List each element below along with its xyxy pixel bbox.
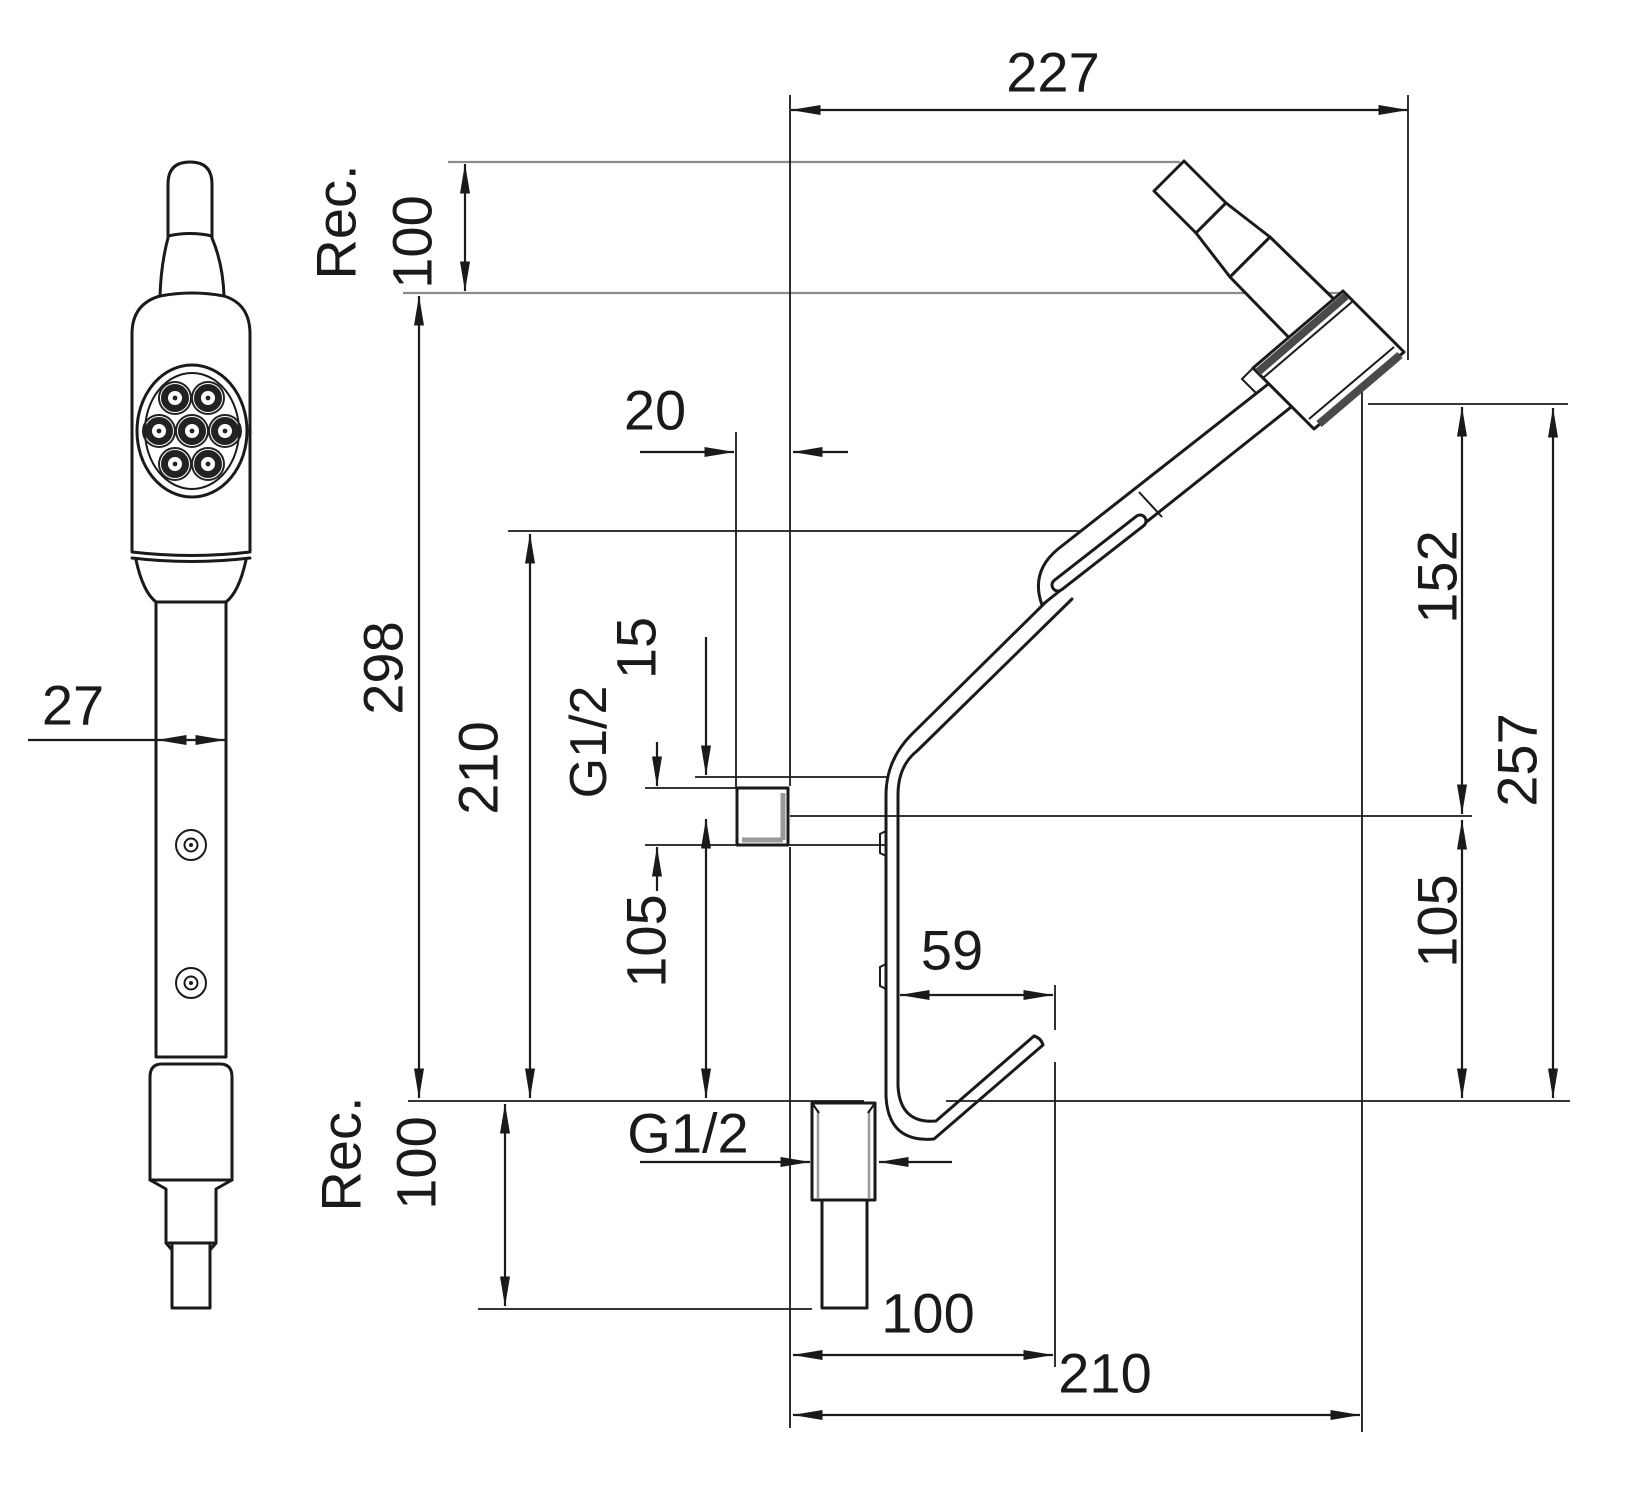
- dimension-105-left: 105: [615, 818, 711, 1099]
- nozzle-bottom-right: [191, 447, 225, 481]
- dim-105l-text: 105: [615, 894, 678, 987]
- dim-100-text: 100: [881, 1282, 974, 1345]
- cup-rim-front-inner: [1262, 300, 1354, 379]
- handshower-head-body: [130, 291, 252, 563]
- supply-pipe: [810, 1101, 877, 1310]
- spray-nozzles: [142, 381, 242, 481]
- pipe-lower-section: [820, 1198, 869, 1310]
- wall-inlet-block: [735, 786, 790, 847]
- pipe-thread-lines: [816, 1110, 871, 1198]
- rod-clip-lower: [879, 963, 887, 990]
- handshower-handle: [154, 600, 228, 1059]
- dimension-298: 298: [352, 295, 424, 1099]
- dimension-152: 152: [1406, 406, 1469, 815]
- holder-cup: [1240, 289, 1406, 431]
- side-view-assembly: [735, 159, 1406, 1310]
- inlet-square: [735, 786, 790, 847]
- dimension-15: 15: [605, 617, 711, 776]
- handle-bottom-sleeve: [148, 1062, 234, 1182]
- dim-59-text: 59: [921, 919, 983, 982]
- rod-clip-upper: [879, 830, 887, 857]
- cup-rim-front: [1255, 292, 1349, 376]
- cup-body: [1251, 289, 1406, 431]
- nozzle-right: [208, 414, 242, 448]
- dimension-g12-inlet: G1/2: [560, 686, 662, 891]
- dim-rec-top-label: Rec.: [305, 164, 368, 279]
- inlet-square-shading: [742, 793, 786, 843]
- grip-slot-inner: [1053, 516, 1145, 590]
- dimension-100: 100: [792, 1282, 1054, 1360]
- dimension-rec-100-bottom: Rec. 100: [310, 1096, 510, 1307]
- grip-seam: [1138, 491, 1163, 518]
- handshower-neck-taper: [158, 236, 226, 298]
- nozzle-top-right: [191, 381, 225, 415]
- dim-152-text: 152: [1406, 530, 1469, 623]
- docked-grip: [1036, 365, 1312, 607]
- rod-bottom-hook: [884, 1034, 1045, 1141]
- dim-105r-text: 105: [1406, 874, 1469, 967]
- dim-rec-bottom-value: 100: [385, 1116, 448, 1209]
- cup-rim-back-inner: [1308, 346, 1395, 420]
- spray-face-outer-ring: [135, 363, 249, 499]
- nozzle-bottom-left: [158, 447, 192, 481]
- dim-257-text: 257: [1486, 713, 1549, 806]
- dimension-20: 20: [624, 379, 848, 457]
- dimension-257: 257: [1486, 407, 1558, 1099]
- dimension-g12-supply: G1/2: [627, 1102, 952, 1167]
- dimensions: 27 227 Rec. 100 20 298 210 15: [28, 41, 1558, 1420]
- pipe-chamfers: [811, 1102, 876, 1114]
- spray-face: [135, 363, 249, 499]
- dimension-227: 227: [790, 41, 1409, 115]
- screw-lower: [175, 967, 207, 999]
- rod-top-bend: [884, 588, 1074, 797]
- handshower-collar: [134, 558, 248, 604]
- dim-210v-text: 210: [447, 721, 510, 814]
- dimension-59: 59: [899, 919, 1054, 1000]
- front-view-hand-shower: [130, 160, 252, 1310]
- dimension-210-vertical: 210: [447, 533, 535, 1099]
- rod-vertical-lines: [884, 793, 900, 1098]
- dim-rec-bottom-label: Rec.: [310, 1096, 373, 1211]
- pipe-thread-section: [810, 1101, 877, 1202]
- dim-27-text: 27: [42, 674, 104, 737]
- nozzle-top-left: [158, 381, 192, 415]
- nozzle-left: [142, 414, 176, 448]
- extension-lines: [403, 95, 1570, 1432]
- dimension-rec-100-top: Rec. 100: [305, 163, 470, 292]
- dim-20-text: 20: [624, 379, 686, 442]
- dim-rec-top-value: 100: [381, 195, 444, 288]
- cup-notch: [1240, 367, 1258, 395]
- dim-15-text: 15: [605, 617, 668, 679]
- dimension-27: 27: [28, 674, 226, 745]
- dim-g12-supply-text: G1/2: [627, 1102, 748, 1165]
- dimension-105-right: 105: [1406, 819, 1469, 1099]
- g12-inlet-tick-lines: [645, 787, 737, 846]
- handle-bottom-step: [148, 1178, 234, 1245]
- holder-rod: [879, 588, 1074, 1141]
- nozzle-center: [175, 414, 209, 448]
- dim-298-text: 298: [352, 621, 415, 714]
- cup-rim-back: [1316, 351, 1403, 428]
- handshower-top-stem: [166, 160, 214, 240]
- handle-screws: [175, 829, 207, 999]
- dim-g12-inlet-text: G1/2: [560, 686, 618, 799]
- dim-210h-text: 210: [1058, 1342, 1151, 1405]
- handle-bottom-stem: [164, 1241, 218, 1310]
- screw-upper: [175, 829, 207, 861]
- dimension-210-horizontal: 210: [792, 1342, 1361, 1420]
- dim-227-text: 227: [1006, 41, 1099, 104]
